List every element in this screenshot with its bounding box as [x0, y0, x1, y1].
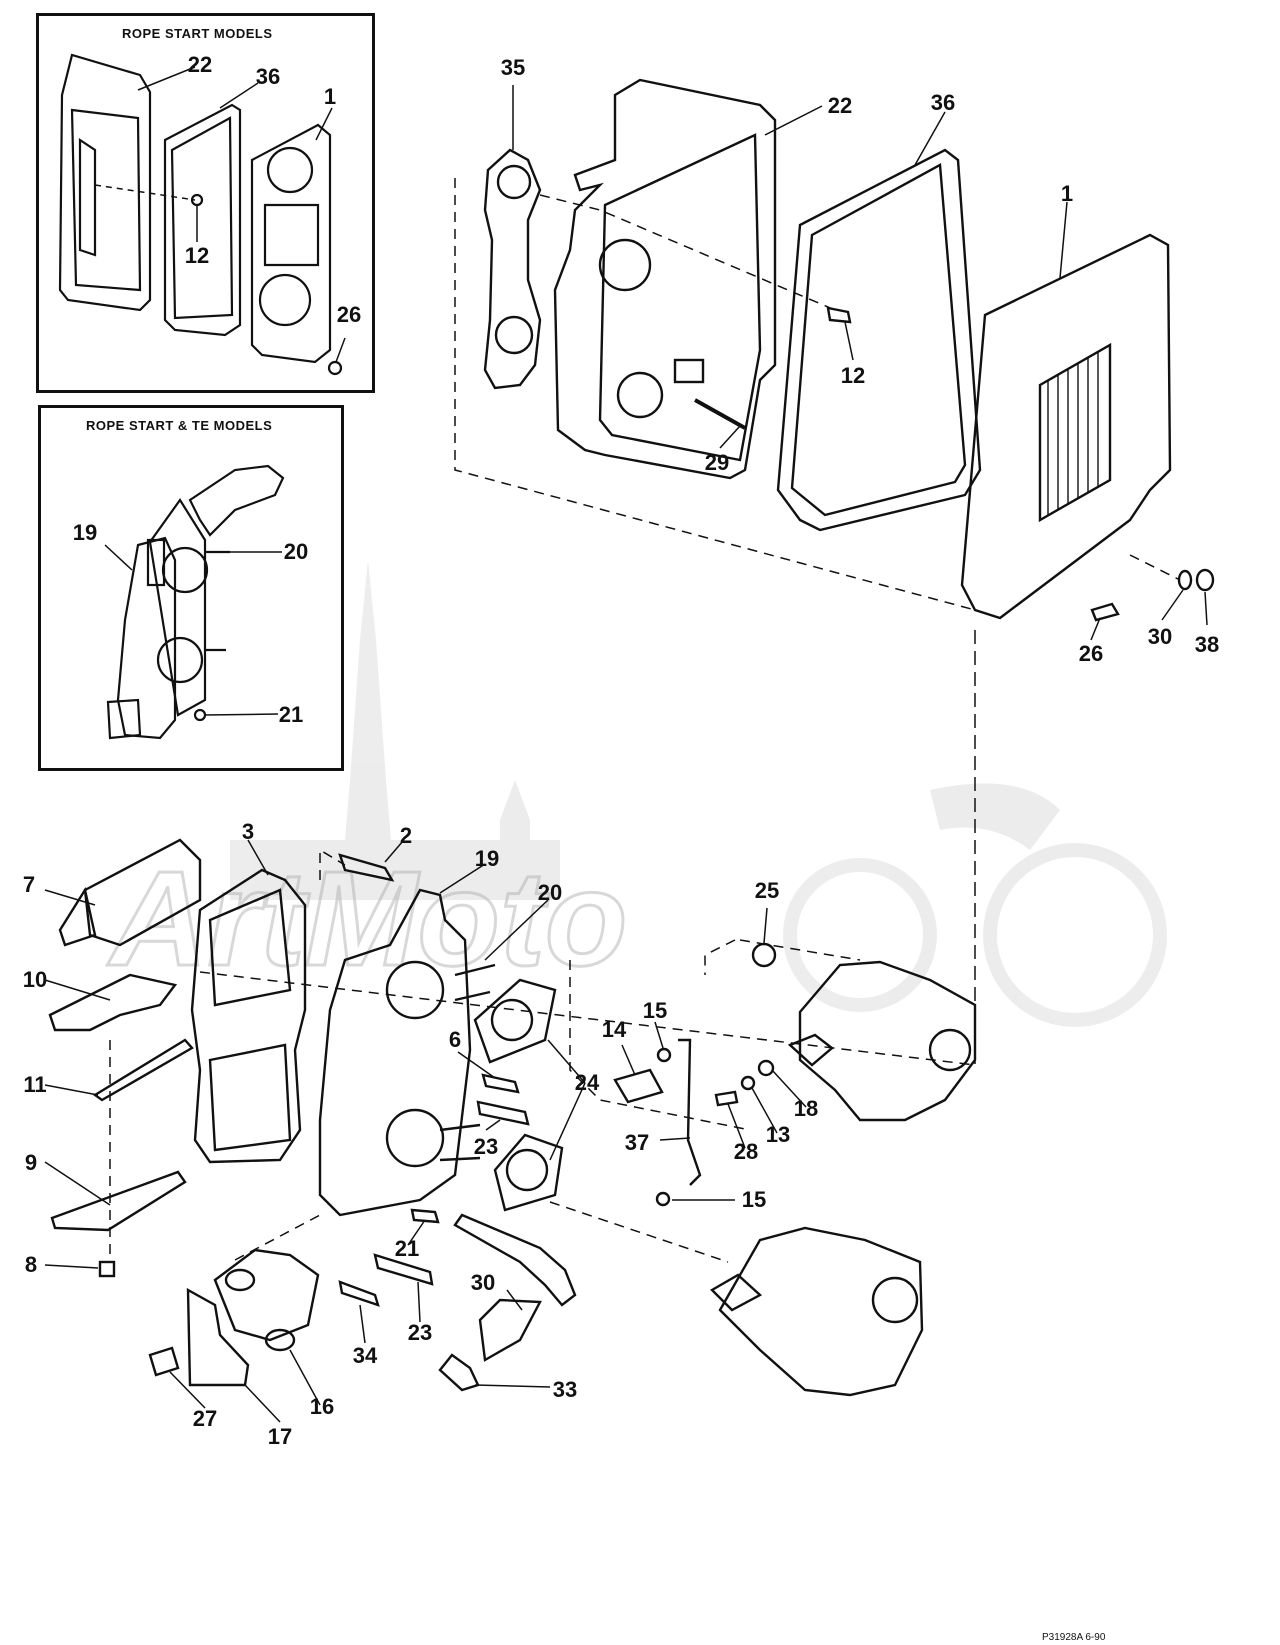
callout-22: 22 — [827, 93, 853, 118]
callout-26: 26 — [1078, 641, 1104, 666]
watermark-graphic — [230, 560, 1167, 1027]
callout-15-upper: 15 — [642, 998, 668, 1023]
callout-19: 19 — [474, 846, 500, 871]
callout-23-upper: 23 — [473, 1134, 499, 1159]
watermark-text: ArtMoto — [107, 843, 627, 994]
inset1-drawing — [58, 53, 343, 376]
callout-12: 12 — [840, 363, 866, 388]
callout-24: 24 — [574, 1070, 600, 1095]
callout-23-lower: 23 — [407, 1320, 433, 1345]
callout-20: 20 — [537, 880, 563, 905]
callout-inset2-21: 21 — [278, 702, 304, 727]
main-upper-drawing — [483, 78, 1215, 622]
main-upper-leaders — [454, 85, 1208, 1065]
callout-16: 16 — [309, 1394, 335, 1419]
callout-30-hose: 30 — [470, 1270, 496, 1295]
callout-inset1-1: 1 — [323, 84, 337, 109]
main-lower-leaders — [44, 839, 976, 1423]
callout-14: 14 — [601, 1017, 627, 1042]
inset-rope-start-te-title: ROPE START & TE MODELS — [86, 418, 273, 433]
callout-1: 1 — [1060, 181, 1074, 206]
callout-inset1-26: 26 — [336, 302, 362, 327]
callout-9: 9 — [24, 1150, 38, 1175]
callout-inset2-20: 20 — [283, 539, 309, 564]
callout-30-washer: 30 — [1147, 624, 1173, 649]
callout-7: 7 — [22, 872, 36, 897]
callout-34: 34 — [352, 1343, 378, 1368]
inset1-leaders — [94, 66, 346, 363]
callout-8: 8 — [24, 1252, 38, 1277]
inset-rope-start-title: ROPE START MODELS — [122, 26, 273, 41]
inset-rope-start-frame: ROPE START MODELS — [36, 13, 375, 393]
callout-18: 18 — [793, 1096, 819, 1121]
inset-rope-start-te-frame: ROPE START & TE MODELS — [38, 405, 344, 771]
callout-inset2-19: 19 — [72, 520, 98, 545]
callout-25: 25 — [754, 878, 780, 903]
callout-37: 37 — [624, 1130, 650, 1155]
callout-2: 2 — [399, 823, 413, 848]
callout-21: 21 — [394, 1236, 420, 1261]
callout-28: 28 — [733, 1139, 759, 1164]
inset2-leaders — [104, 544, 282, 716]
callout-inset1-12: 12 — [184, 243, 210, 268]
callout-inset1-36: 36 — [255, 64, 281, 89]
callout-13: 13 — [765, 1122, 791, 1147]
callout-38: 38 — [1194, 632, 1220, 657]
callout-15-lower: 15 — [741, 1187, 767, 1212]
callout-10: 10 — [22, 967, 48, 992]
callout-29: 29 — [704, 450, 730, 475]
callout-6: 6 — [448, 1027, 462, 1052]
callout-36: 36 — [930, 90, 956, 115]
callout-17: 17 — [267, 1424, 293, 1449]
callout-27: 27 — [192, 1406, 218, 1431]
callout-35: 35 — [500, 55, 526, 80]
callout-inset1-22: 22 — [187, 52, 213, 77]
figure-code: P31928A 6-90 — [1042, 1632, 1106, 1643]
main-lower-drawing — [48, 838, 977, 1397]
callout-11: 11 — [23, 1072, 47, 1097]
callout-33: 33 — [552, 1377, 578, 1402]
callout-3: 3 — [241, 819, 255, 844]
